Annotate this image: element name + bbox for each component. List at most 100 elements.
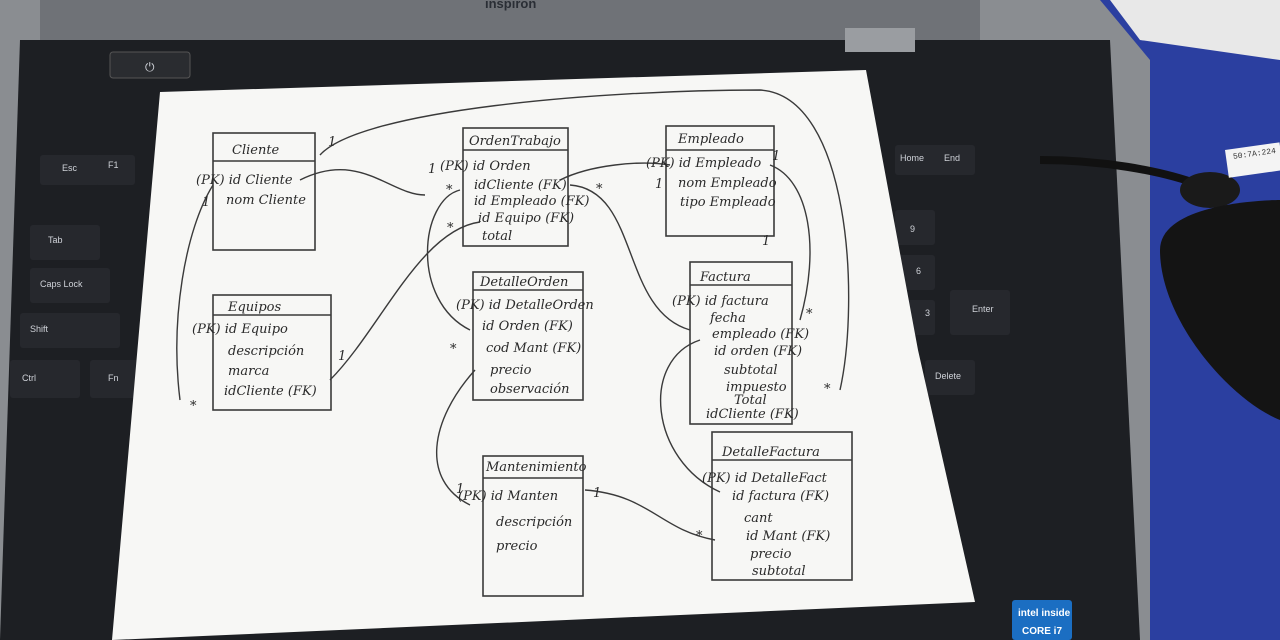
key-fn[interactable]: Fn [108, 373, 119, 383]
card-11: * [806, 307, 813, 322]
entity-box-empleado [665, 125, 775, 237]
rel-orden-detalle [426, 189, 471, 331]
field-factura-5: subtotal [724, 363, 778, 378]
rel-cliente-orden [299, 169, 426, 196]
rel-detalle-mant [436, 369, 476, 506]
laptop-hinge [40, 0, 980, 40]
entity-title-mantenimiento: Mantenimiento [485, 460, 587, 475]
card-9: * [596, 182, 603, 197]
rel-empleado-factura [769, 164, 811, 321]
field-detallefactura-1: (PK) id DetalleFact [702, 471, 828, 486]
card-15: * [696, 529, 703, 544]
entity-empleado: Empleado (PK) id Empleado nom Empleado t… [646, 132, 777, 210]
field-cliente-1: (PK) id Cliente [196, 173, 293, 188]
card-12: 1 [456, 482, 464, 497]
rel-orden-factura [569, 184, 691, 331]
field-orden-1: (PK) id Orden [440, 159, 531, 174]
field-factura-6: impuesto [726, 380, 787, 395]
rel-cliente-equipos [176, 184, 214, 401]
field-detalleorden-2: id Orden (FK) [482, 319, 573, 334]
entity-detalleorden: DetalleOrden (PK) id DetalleOrden id Ord… [456, 275, 594, 397]
hinge-plate [845, 28, 915, 52]
rel-cliente-factura [319, 89, 850, 391]
entity-boxes [212, 125, 853, 597]
field-empleado-3: tipo Empleado [680, 195, 776, 210]
key-f1[interactable]: F1 [108, 160, 119, 170]
card-8: 1 [655, 177, 663, 192]
field-empleado-1: (PK) id Empleado [646, 156, 761, 171]
field-orden-4: id Equipo (FK) [478, 211, 574, 226]
rel-equipos-orden [329, 221, 481, 381]
field-detalleorden-4: precio [490, 363, 532, 378]
entity-box-orden [462, 127, 569, 247]
field-cliente-2: nom Cliente [226, 193, 306, 208]
field-empleado-2: nom Empleado [678, 176, 777, 191]
entity-box-factura [689, 261, 793, 425]
power-button[interactable] [109, 51, 191, 79]
key-ctrl[interactable]: Ctrl [22, 373, 36, 383]
key-6[interactable]: 6 [916, 266, 921, 276]
rel-factura-detallefactura [659, 339, 721, 493]
cardinality-marks: 1 1 * 1 * 1 * 1 * 1 * 1 * 1 * 1 * [190, 135, 831, 544]
entity-title-factura: Factura [699, 270, 751, 285]
entity-box-detalleorden [472, 271, 584, 401]
mouse[interactable] [1160, 200, 1280, 420]
card-16: 1 [762, 234, 770, 249]
power-icon: ⏻ [145, 60, 155, 74]
field-detalleorden-1: (PK) id DetalleOrden [456, 298, 594, 313]
field-detallefactura-5: precio [750, 547, 792, 562]
key-delete[interactable]: Delete [935, 371, 961, 381]
entity-box-detallefactura [711, 431, 853, 581]
field-equipos-3: marca [228, 364, 269, 379]
card-3: * [190, 399, 197, 414]
key-end[interactable]: End [944, 153, 960, 163]
key-tab[interactable]: Tab [48, 235, 63, 245]
key-home[interactable]: Home [900, 153, 924, 163]
intel-sticker-sub: CORE i7 [1022, 626, 1062, 637]
entity-factura: Factura (PK) id factura fecha empleado (… [672, 270, 809, 422]
card-1: 1 [328, 135, 336, 150]
intel-sticker [1012, 600, 1072, 640]
entity-title-orden: OrdenTrabajo [469, 134, 561, 149]
entity-box-mantenimiento [482, 455, 584, 597]
entity-title-equipos: Equipos [227, 300, 281, 315]
key-9[interactable]: 9 [910, 224, 915, 234]
field-factura-7: Total [734, 393, 767, 408]
field-detalleorden-5: observación [490, 382, 569, 397]
card-13: * [450, 342, 457, 357]
key-esc[interactable]: Esc [62, 163, 78, 173]
rel-mant-detallefactura [584, 489, 716, 541]
card-4: 1 [338, 349, 346, 364]
field-factura-2: fecha [709, 311, 746, 326]
key-labels: Esc F1 Tab Caps Lock Shift Ctrl Fn Home … [22, 153, 994, 383]
field-orden-3: id Empleado (FK) [474, 194, 590, 209]
field-factura-8: idCliente (FK) [706, 407, 799, 422]
field-detalleorden-3: cod Mant (FK) [486, 341, 581, 356]
key-enter[interactable]: Enter [972, 304, 994, 314]
field-equipos-1: (PK) id Equipo [192, 322, 288, 337]
relationship-lines [176, 89, 850, 541]
key-caps-lock[interactable]: Caps Lock [40, 279, 83, 289]
field-equipos-4: idCliente (FK) [224, 384, 317, 399]
entity-box-cliente [212, 132, 316, 251]
field-detallefactura-2: id factura (FK) [732, 489, 829, 504]
key-shift[interactable]: Shift [30, 324, 49, 334]
paper-stack [1110, 0, 1280, 60]
card-14: 1 [593, 486, 601, 501]
key-3[interactable]: 3 [925, 308, 930, 318]
field-mantenimiento-1: (PK) id Manten [458, 489, 558, 504]
brand-label: inspiron [485, 0, 536, 11]
entity-title-empleado: Empleado [677, 132, 744, 147]
field-detallefactura-3: cant [744, 511, 773, 526]
field-orden-2: idCliente (FK) [474, 178, 567, 193]
card-2: 1 [202, 195, 210, 210]
entity-box-equipos [212, 294, 332, 411]
field-factura-4: id orden (FK) [714, 344, 802, 359]
cable-ferrite [1180, 172, 1240, 208]
card-17: * [824, 382, 831, 397]
paper-sheet [112, 70, 975, 640]
entity-title-detallefactura: DetalleFactura [721, 445, 820, 460]
entity-title-cliente: Cliente [232, 143, 280, 158]
entity-equipos: Equipos (PK) id Equipo descripción marca… [192, 300, 317, 399]
